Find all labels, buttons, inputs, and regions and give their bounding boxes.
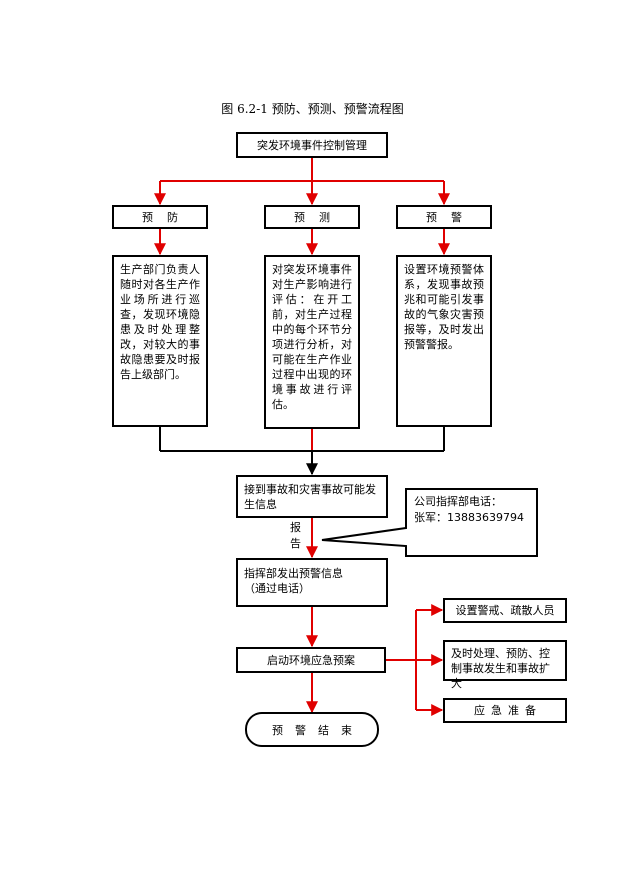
prevent-body-text: 生产部门负责人随时对各生产作业场所进行巡查，发现环境隐患及时处理整改，对较大的事… (120, 263, 200, 381)
action-1-label: 设置警戒、疏散人员 (455, 604, 555, 617)
prevent-header: 预防 (112, 205, 208, 229)
top-box: 突发环境事件控制管理 (236, 132, 388, 158)
end-terminator: 预警结束 (246, 713, 378, 746)
warning-box-line-1: 指挥部发出预警信息 (244, 567, 343, 580)
start-box-label: 启动环境应急预案 (267, 653, 355, 667)
prevent-body: 生产部门负责人随时对各生产作业场所进行巡查，发现环境隐患及时处理整改，对较大的事… (112, 255, 208, 427)
top-box-label: 突发环境事件控制管理 (257, 138, 367, 152)
action-box-3: 应急准备 (443, 698, 567, 723)
predict-header-label: 预测 (294, 210, 344, 224)
predict-header: 预测 (264, 205, 360, 229)
start-box: 启动环境应急预案 (236, 647, 386, 673)
report-box-label: 接到事故和灾害事故可能发生信息 (244, 483, 376, 511)
callout-line-2: 张军：13883639794 (414, 511, 524, 524)
warn-body-text: 设置环境预警体系，发现事故预兆和可能引发事故的气象灾害预报等，及时发出预警警报。 (404, 263, 484, 351)
figure-title: 图 6.2-1 预防、预测、预警流程图 (221, 102, 404, 116)
action-3-label: 应急准备 (474, 704, 542, 717)
phone-callout-text: 公司指挥部电话： 张军：13883639794 (414, 494, 532, 526)
end-label: 预警结束 (272, 723, 364, 737)
action-box-1: 设置警戒、疏散人员 (443, 598, 567, 623)
predict-body: 对突发环境事件对生产影响进行评估：在开工前，对生产过程中的每个环节分项进行分析，… (264, 255, 360, 429)
warning-box: 指挥部发出预警信息 （通过电话） (236, 558, 388, 607)
callout-line-1: 公司指挥部电话： (414, 495, 502, 508)
end-terminator-shape (245, 712, 379, 747)
warn-header: 预警 (396, 205, 492, 229)
warning-box-line-2: （通过电话） (244, 582, 310, 595)
report-label-text: 报告 (290, 521, 301, 550)
warn-body: 设置环境预警体系，发现事故预兆和可能引发事故的气象灾害预报等，及时发出预警警报。 (396, 255, 492, 427)
warn-header-label: 预警 (426, 210, 476, 224)
prevent-header-label: 预防 (142, 210, 192, 224)
action-box-2: 及时处理、预防、控制事故发生和事故扩大 (443, 640, 567, 690)
predict-body-text: 对突发环境事件对生产影响进行评估：在开工前，对生产过程中的每个环节分项进行分析，… (272, 263, 352, 411)
report-box: 接到事故和灾害事故可能发生信息 (236, 475, 388, 518)
action-2-label: 及时处理、预防、控制事故发生和事故扩大 (451, 647, 550, 690)
phone-callout-shape (321, 488, 538, 557)
report-label: 报告 (290, 520, 304, 552)
